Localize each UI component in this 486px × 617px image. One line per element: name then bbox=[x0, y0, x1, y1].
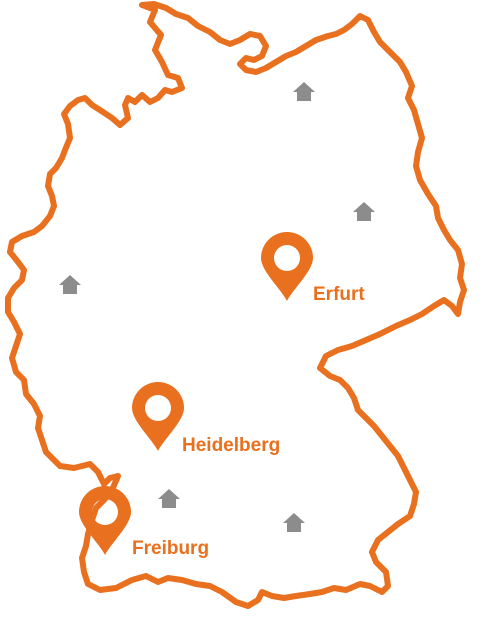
city-label-heidelberg: Heidelberg bbox=[182, 435, 280, 456]
city-label-erfurt: Erfurt bbox=[313, 284, 365, 305]
house-icon bbox=[293, 82, 315, 101]
house-icon bbox=[59, 275, 81, 294]
city-label-freiburg: Freiburg bbox=[132, 538, 209, 559]
city-marker-erfurt[interactable]: Erfurt bbox=[261, 232, 365, 305]
location-pin-icon bbox=[132, 382, 184, 451]
germany-border-outline bbox=[5, 1, 467, 609]
house-icon bbox=[158, 489, 180, 508]
city-marker-freiburg[interactable]: Freiburg bbox=[79, 486, 209, 559]
house-icon bbox=[283, 513, 305, 532]
house-icon bbox=[353, 202, 375, 221]
location-pin-icon bbox=[79, 486, 131, 555]
location-pin-icon bbox=[261, 232, 313, 301]
city-marker-heidelberg[interactable]: Heidelberg bbox=[132, 382, 280, 456]
